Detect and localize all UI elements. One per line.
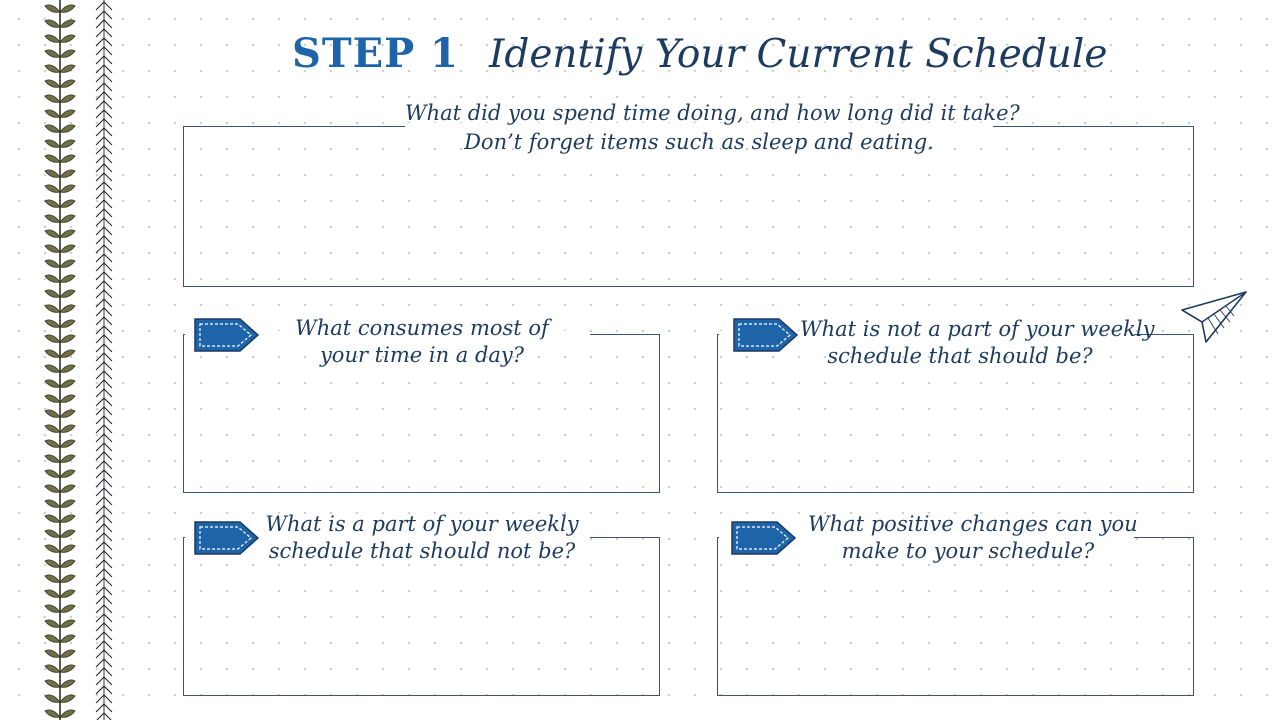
box-2-label-gap [719,331,1134,337]
box-1-label-gap [185,331,590,337]
main-prompt-line-2: Don’t forget items such as sleep and eat… [464,130,934,154]
prompt-4-line-2: make to your schedule? [841,539,1095,563]
prompt-4: What positive changes can you make to yo… [808,511,1138,565]
page-title: STEP 1 Identify Your Current Schedule [292,30,1107,86]
prompt-2: What is not a part of your weekly schedu… [800,316,1155,370]
prompt-1-line-2: your time in a day? [319,343,525,367]
main-prompt: What did you spend time doing, and how l… [405,99,1020,157]
main-box-label-gap [405,123,993,129]
prompt-3: What is a part of your weekly schedule t… [262,511,582,565]
chevron-border-icon [95,0,113,720]
title-text: Identify Your Current Schedule [488,32,1108,77]
box-4-label-gap [719,534,1134,540]
paper-plane-icon [1181,291,1247,343]
label-tag-icon [731,521,797,555]
step-label: STEP 1 [292,30,459,77]
prompt-1: What consumes most of your time in a day… [262,315,582,369]
prompt-3-line-2: schedule that should not be? [268,539,576,563]
box-3-label-gap [185,534,590,540]
prompt-4-line-1: What positive changes can you [808,512,1138,536]
prompt-1-line-1: What consumes most of [295,316,549,340]
label-tag-icon [194,318,260,352]
label-tag-icon [733,318,799,352]
prompt-2-line-2: schedule that should be? [827,344,1093,368]
vine-border-icon [44,0,76,720]
prompt-3-line-1: What is a part of your weekly [265,512,579,536]
main-prompt-line-1: What did you spend time doing, and how l… [405,101,1020,125]
prompt-2-line-1: What is not a part of your weekly [800,317,1155,341]
label-tag-icon [194,521,260,555]
